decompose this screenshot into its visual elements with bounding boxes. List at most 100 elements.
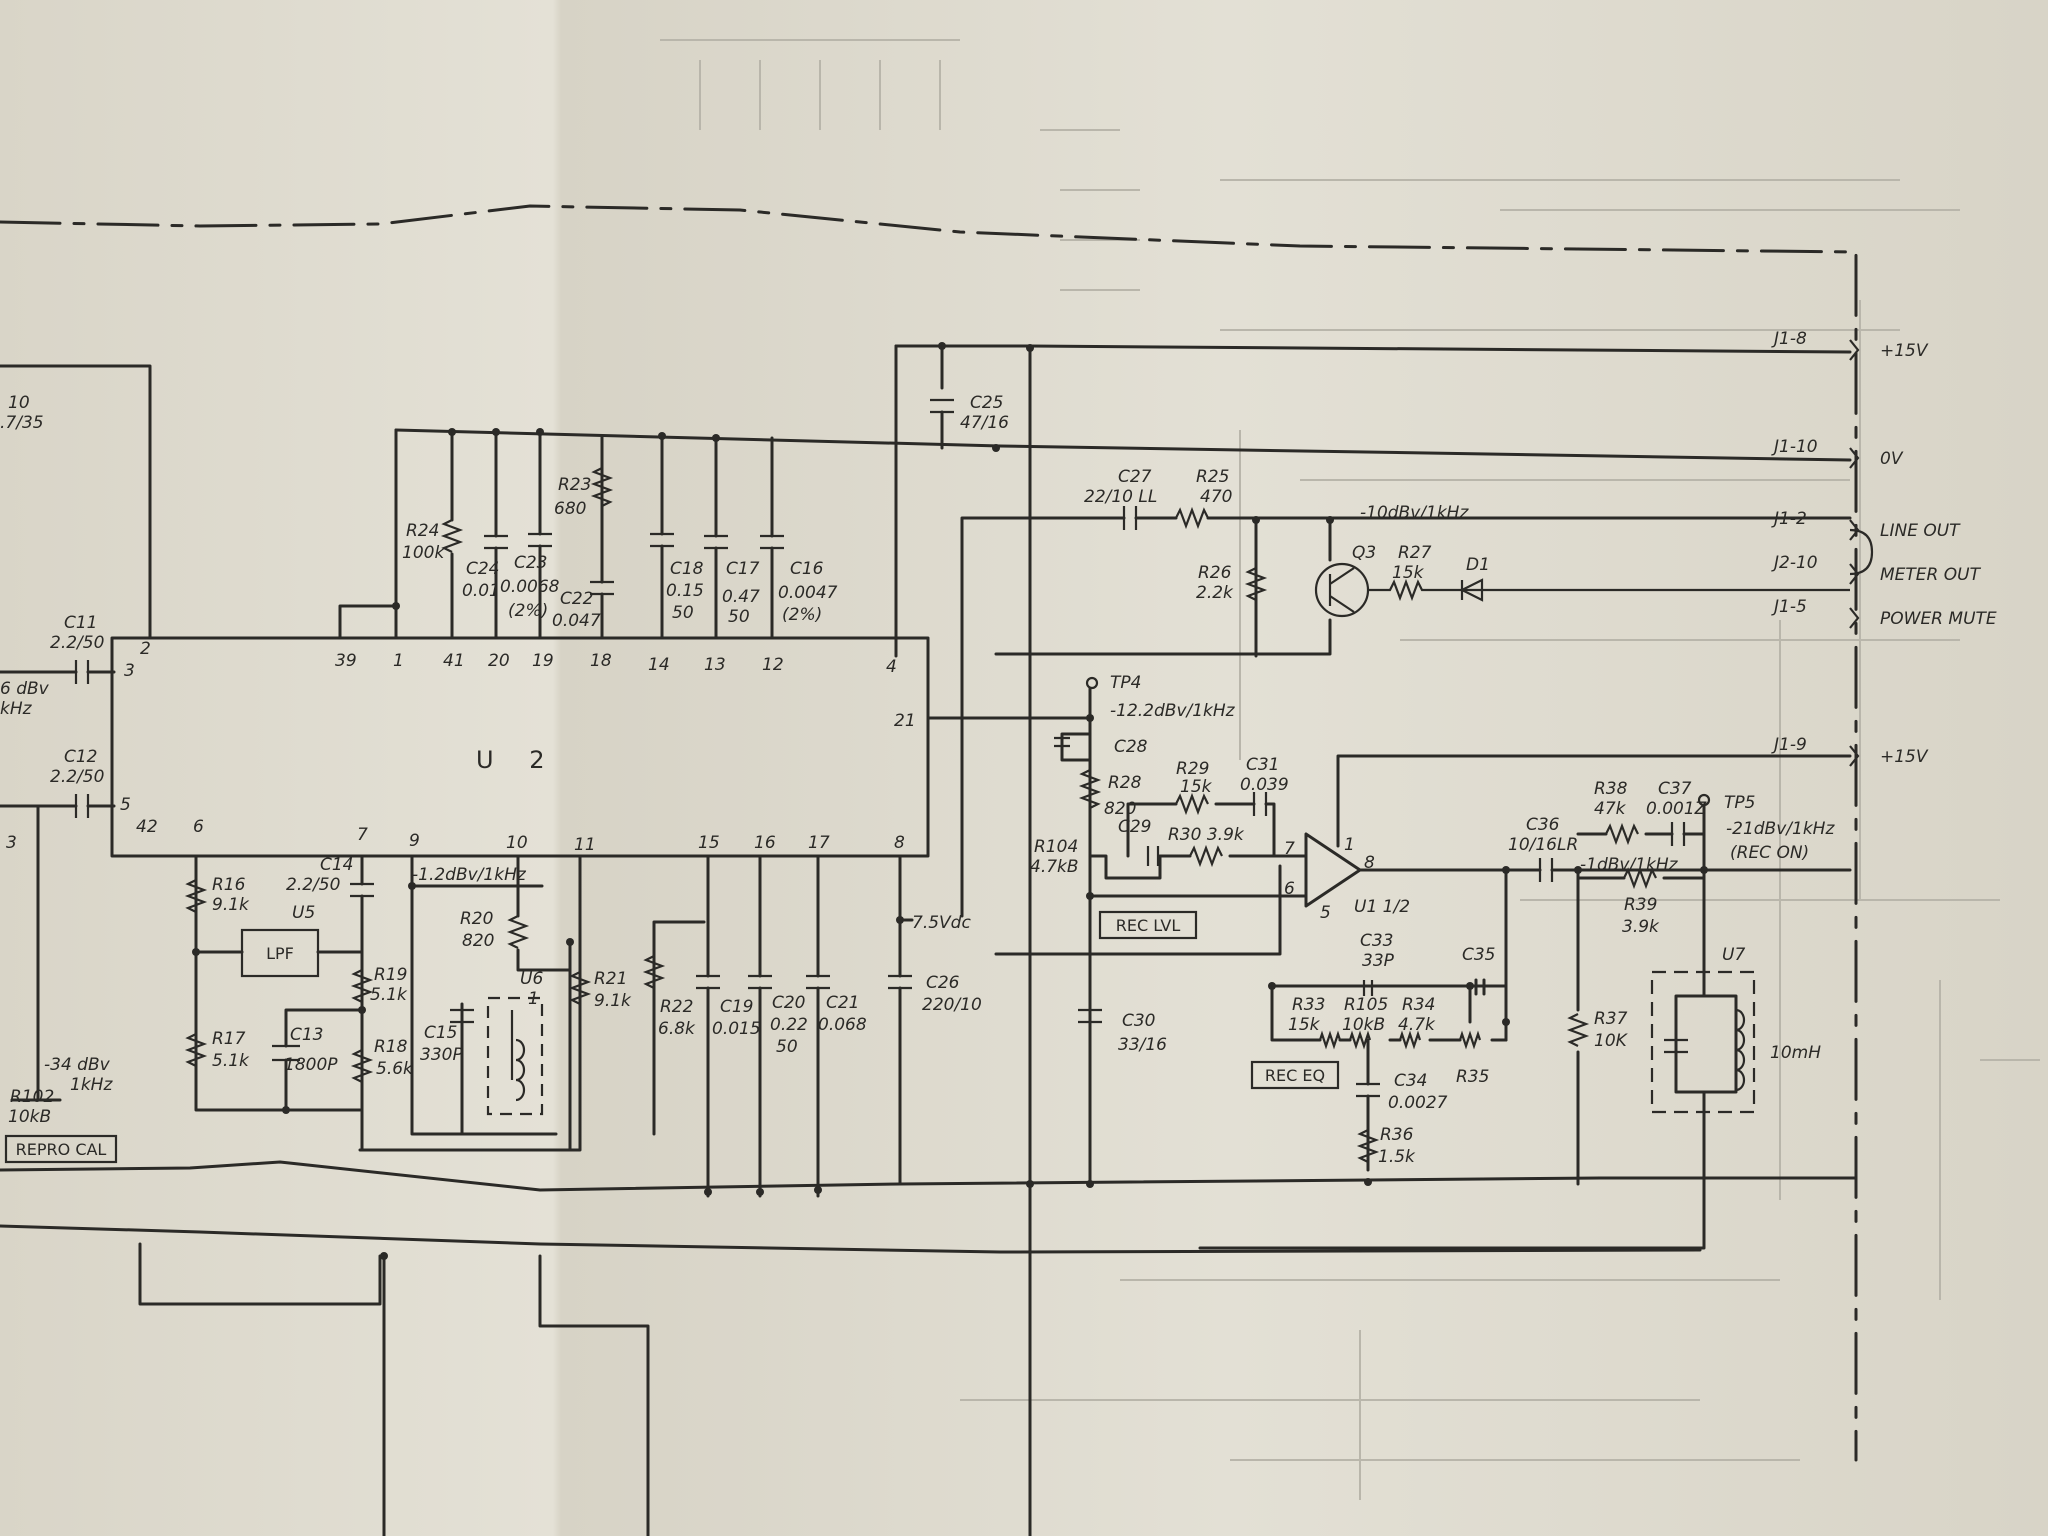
record-amp bbox=[994, 754, 1852, 1186]
label-c16-val: 0.0047 bbox=[778, 583, 838, 603]
label-7-35: .7/35 bbox=[0, 413, 44, 433]
label-r105-val: 10kB bbox=[1342, 1015, 1385, 1035]
label-r28-val: 820 bbox=[1104, 799, 1136, 819]
label-tp5: TP5 bbox=[1724, 793, 1755, 813]
rec-eq-label: REC EQ bbox=[1265, 1066, 1325, 1085]
left-circuit bbox=[0, 364, 152, 1102]
j1-10-signal: 0V bbox=[1880, 449, 1904, 469]
label-c19-val: 0.015 bbox=[712, 1019, 761, 1039]
label-c18: C18 bbox=[670, 559, 704, 579]
label-r105: R105 bbox=[1344, 995, 1388, 1015]
pin-20: 20 bbox=[488, 651, 510, 671]
label-6dbv: 6 dBv bbox=[0, 679, 50, 699]
label-khz-left: kHz bbox=[0, 699, 33, 719]
label-c31-val: 0.039 bbox=[1240, 775, 1289, 795]
j1-5-pin: J1-5 bbox=[1771, 597, 1807, 617]
label-u5: U5 bbox=[292, 903, 315, 923]
label-r27-val: 15k bbox=[1392, 563, 1425, 583]
dash-dot-boundary bbox=[0, 204, 1858, 1462]
pin-3: 3 bbox=[124, 661, 135, 681]
u2-chip-body bbox=[110, 636, 930, 858]
label-c28: C28 bbox=[1114, 737, 1148, 757]
label-c36: C36 bbox=[1526, 815, 1560, 835]
label-c20-val: 0.22 bbox=[770, 1015, 808, 1035]
repro-cal-label: REPRO CAL bbox=[16, 1140, 107, 1159]
label-c16-tol: (2%) bbox=[782, 605, 822, 625]
label-r30: R30 3.9k bbox=[1168, 825, 1245, 845]
label-tp5-note: (REC ON) bbox=[1730, 843, 1809, 863]
label-r23-val: 680 bbox=[554, 499, 586, 519]
label-d1: D1 bbox=[1466, 555, 1490, 575]
label-in-khz: 1kHz bbox=[70, 1075, 113, 1095]
pin-16: 16 bbox=[754, 833, 776, 853]
pin-11: 11 bbox=[574, 835, 596, 855]
label-c13-val: 1800P bbox=[284, 1055, 338, 1075]
label-u6: U6 bbox=[520, 969, 543, 989]
label-c17: C17 bbox=[726, 559, 760, 579]
label-r23: R23 bbox=[558, 475, 591, 495]
label-r18: R18 bbox=[374, 1037, 408, 1057]
pin-10: 10 bbox=[506, 833, 528, 853]
rec-eq-label-frame bbox=[1250, 1060, 1340, 1090]
label-c20: C20 bbox=[772, 993, 806, 1013]
pin-39: 39 bbox=[335, 651, 357, 671]
label-q3: Q3 bbox=[1352, 543, 1376, 563]
j1-5-signal: POWER MUTE bbox=[1880, 609, 1997, 629]
label-tp5-level: -21dBv/1kHz bbox=[1726, 819, 1835, 839]
pin-5: 5 bbox=[120, 795, 131, 815]
label-c11: C11 bbox=[64, 613, 98, 633]
label-r38: R38 bbox=[1594, 779, 1628, 799]
label-c27-val: 22/10 LL bbox=[1084, 487, 1157, 507]
top-components bbox=[338, 398, 954, 640]
label-r27: R27 bbox=[1398, 543, 1432, 563]
rec-lvl-label-frame bbox=[1098, 910, 1198, 940]
label-r24-val: 100k bbox=[402, 543, 445, 563]
repro-cal-label-frame bbox=[4, 1134, 118, 1164]
label-c24: C24 bbox=[466, 559, 500, 579]
j1-8-signal: +15V bbox=[1880, 341, 1929, 361]
j1-9-signal: +15V bbox=[1880, 747, 1929, 767]
label-10mh: 10mH bbox=[1770, 1043, 1821, 1063]
label-c23-val: 0.0068 bbox=[500, 577, 560, 597]
opamp-pin-8: 8 bbox=[1364, 853, 1375, 873]
j1-9-pin: J1-9 bbox=[1771, 735, 1807, 755]
label-c16: C16 bbox=[790, 559, 824, 579]
pin-13: 13 bbox=[704, 655, 726, 675]
label-r35: R35 bbox=[1456, 1067, 1489, 1087]
label-3-left: 3 bbox=[6, 833, 17, 853]
label-tp4-level: -12.2dBv/1kHz bbox=[1110, 701, 1236, 721]
pin-12: 12 bbox=[762, 655, 784, 675]
label-r38-val: 47k bbox=[1594, 799, 1627, 819]
label-c34: C34 bbox=[1394, 1071, 1428, 1091]
label-c22: C22 bbox=[560, 589, 594, 609]
label-c33: C33 bbox=[1360, 931, 1394, 951]
pin-14: 14 bbox=[648, 655, 670, 675]
label-r29-val: 15k bbox=[1180, 777, 1213, 797]
pin-8: 8 bbox=[894, 833, 905, 853]
j1-2-pin: J1-2 bbox=[1771, 509, 1807, 529]
j1-10-pin: J1-10 bbox=[1771, 437, 1818, 457]
label-r17: R17 bbox=[212, 1029, 246, 1049]
label-c15: C15 bbox=[424, 1023, 458, 1043]
label-c15-val: 330P bbox=[420, 1045, 463, 1065]
lpf-block-frame bbox=[240, 928, 320, 978]
label-line-level: -10dBv/1kHz bbox=[1360, 503, 1469, 523]
opamp-pin-5: 5 bbox=[1320, 903, 1331, 923]
label-r104: R104 bbox=[1034, 837, 1078, 857]
label-c34-val: 0.0027 bbox=[1388, 1093, 1448, 1113]
pin-4: 4 bbox=[886, 657, 897, 677]
u2-chip-name: U 2 bbox=[476, 746, 558, 774]
label-r22: R22 bbox=[660, 997, 693, 1017]
label-c29: C29 bbox=[1118, 817, 1152, 837]
label-c27: C27 bbox=[1118, 467, 1152, 487]
label-10: 10 bbox=[8, 393, 30, 413]
label-c25-val: 47/16 bbox=[960, 413, 1009, 433]
rec-lvl-label: REC LVL bbox=[1116, 916, 1181, 935]
label-c12: C12 bbox=[64, 747, 98, 767]
label-r18-val: 5.6k bbox=[376, 1059, 414, 1079]
label-c17-val: 0.47 bbox=[722, 587, 760, 607]
